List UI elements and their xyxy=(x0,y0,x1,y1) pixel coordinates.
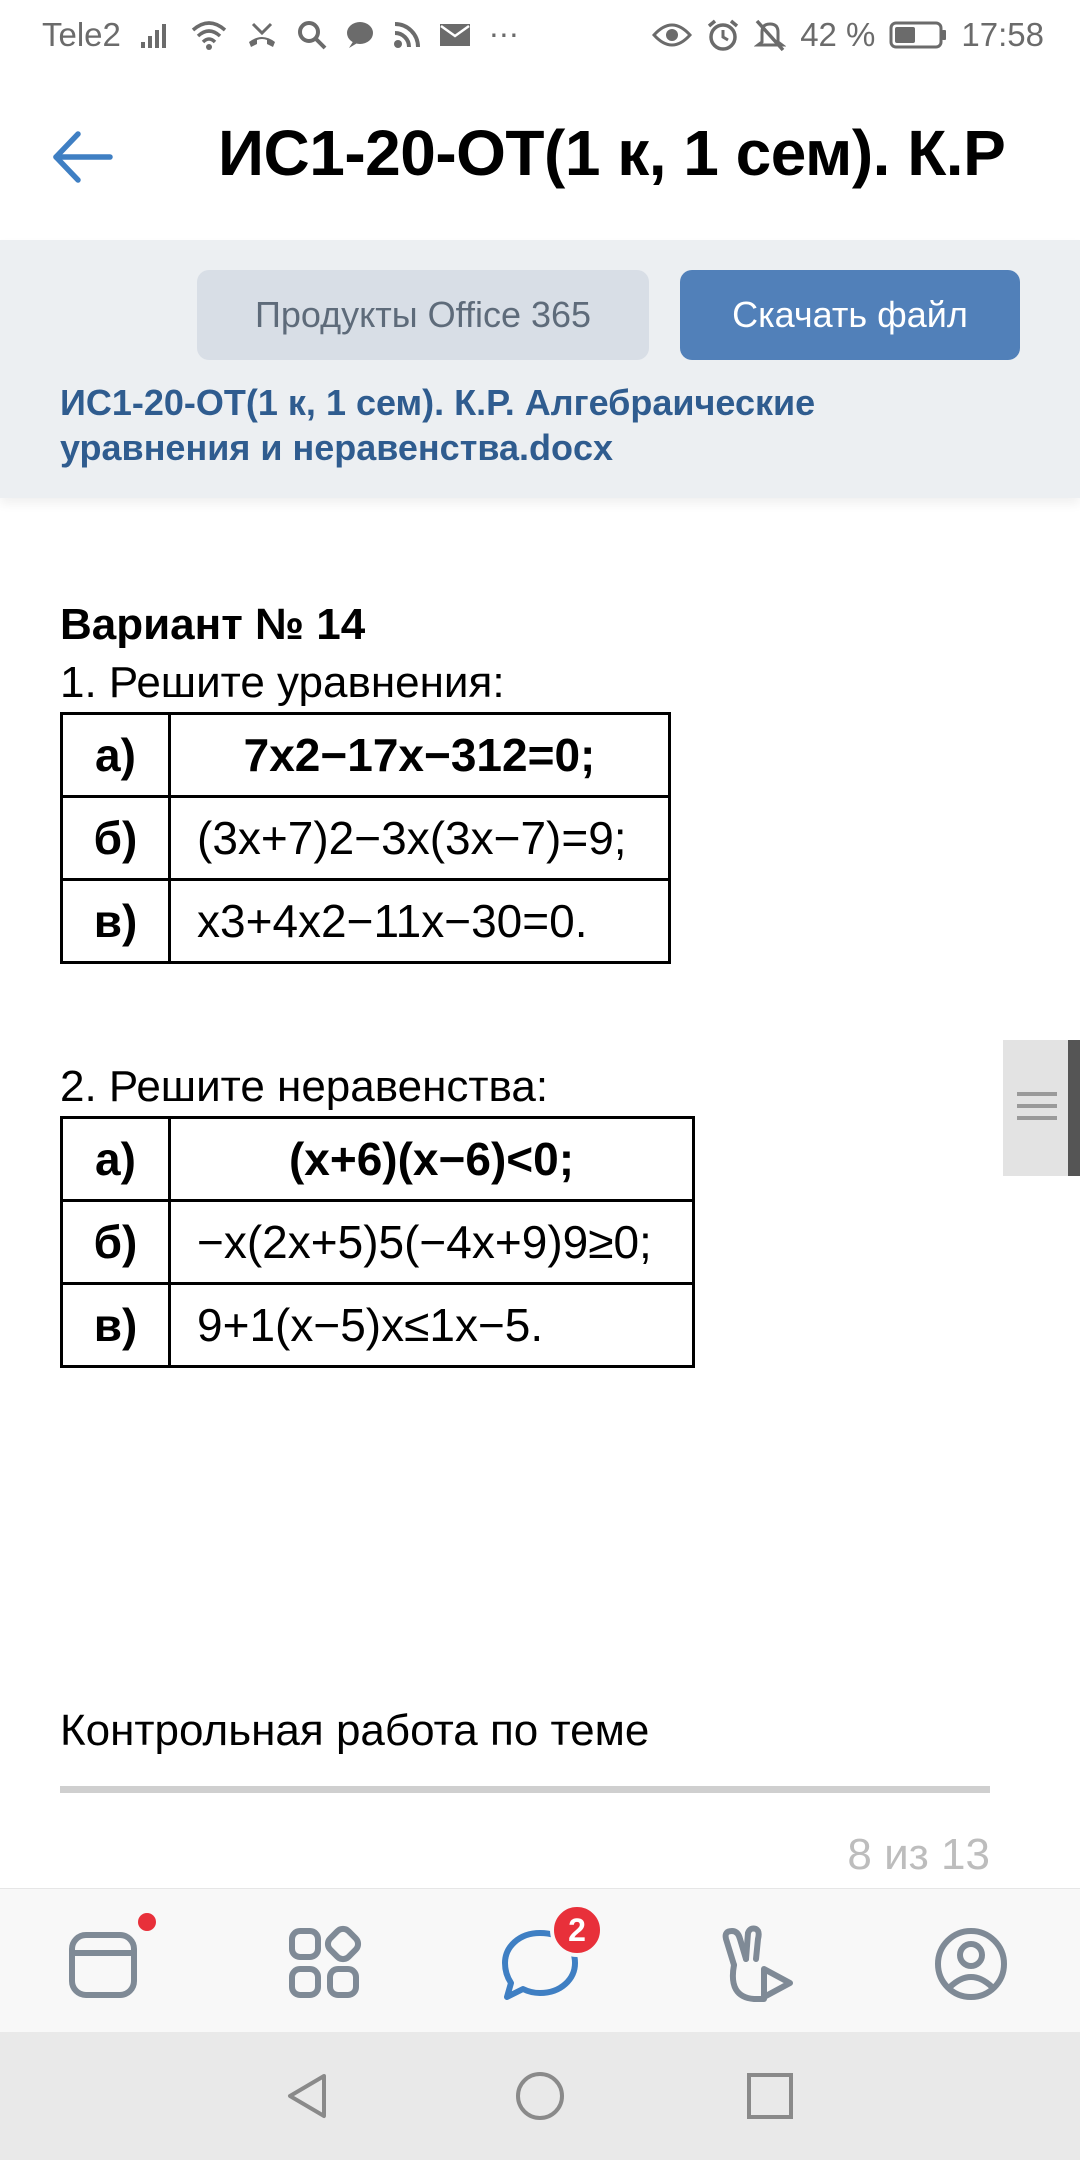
page-title: ИС1-20-ОТ(1 к, 1 сем). К.Р xyxy=(218,117,1006,189)
eye-icon xyxy=(652,21,693,49)
news-icon[interactable] xyxy=(62,1919,152,2009)
home-circle-icon[interactable] xyxy=(514,2070,566,2127)
missed-call-icon xyxy=(245,20,279,50)
office-products-button[interactable]: Продукты Office 365 xyxy=(197,270,649,360)
table-row: а) (x+6)(x−6)<0; xyxy=(60,1116,695,1202)
bottom-tab-bar: 2 xyxy=(0,1888,1080,2032)
services-icon[interactable] xyxy=(280,1919,370,2009)
expression: (3x+7)2−3x(3x−7)=9; xyxy=(168,795,671,881)
page-counter: 8 из 13 xyxy=(847,1830,990,1879)
inequalities-table: а) (x+6)(x−6)<0; б) −x(2x+5)5(−4x+9)9≥0;… xyxy=(60,1116,695,1368)
expression: (x+6)(x−6)<0; xyxy=(168,1116,695,1202)
file-panel: Продукты Office 365 Скачать файл ИС1-20-… xyxy=(0,240,1080,498)
table-row: б) −x(2x+5)5(−4x+9)9≥0; xyxy=(60,1199,695,1285)
search-icon xyxy=(297,20,327,50)
bell-off-icon xyxy=(754,18,787,52)
messenger-icon[interactable] xyxy=(495,1919,585,2009)
row-label: а) xyxy=(60,712,171,798)
battery-icon xyxy=(889,20,947,50)
expression: 9+1(x−5)x≤1x−5. xyxy=(168,1282,695,1368)
download-file-button[interactable]: Скачать файл xyxy=(680,270,1020,360)
row-label: б) xyxy=(60,1199,171,1285)
table-row: в) 9+1(x−5)x≤1x−5. xyxy=(60,1282,695,1368)
mail-icon xyxy=(439,22,471,48)
alarm-icon xyxy=(706,18,740,52)
chat-icon xyxy=(345,20,375,50)
side-scroll-handle[interactable] xyxy=(1003,1040,1080,1176)
clips-icon[interactable] xyxy=(712,1919,802,2009)
row-label: б) xyxy=(60,795,171,881)
app-bar: ИС1-20-ОТ(1 к, 1 сем). К.Р xyxy=(0,72,1080,240)
back-arrow-icon[interactable] xyxy=(50,124,116,190)
back-triangle-icon[interactable] xyxy=(282,2070,332,2127)
task2-title: 2. Решите неравенства: xyxy=(60,1062,549,1111)
expression: x3+4x2−11x−30=0. xyxy=(168,878,671,964)
table-row: в) x3+4x2−11x−30=0. xyxy=(60,878,671,964)
status-bar: Tele2 ⋯ 42 % xyxy=(0,0,1080,72)
carrier-label: Tele2 xyxy=(42,16,121,53)
row-label: в) xyxy=(60,878,171,964)
page-scroll-bar xyxy=(60,1786,990,1793)
messages-badge: 2 xyxy=(550,1903,604,1957)
more-icon: ⋯ xyxy=(488,18,520,52)
battery-label: 42 % xyxy=(800,16,876,53)
wifi-icon xyxy=(191,20,227,50)
file-name: ИС1-20-ОТ(1 к, 1 сем). К.Р. Алгебраическ… xyxy=(60,382,816,468)
table-row: б) (3x+7)2−3x(3x−7)=9; xyxy=(60,795,671,881)
expression: 7x2−17x−312=0; xyxy=(168,712,671,798)
table-row: а) 7x2−17x−312=0; xyxy=(60,712,671,798)
next-page-text: Контрольная работа по теме xyxy=(60,1706,650,1755)
profile-icon[interactable] xyxy=(926,1919,1016,2009)
row-label: а) xyxy=(60,1116,171,1202)
signal-icon xyxy=(139,20,173,50)
variant-heading: Вариант № 14 xyxy=(60,600,366,649)
task1-title: 1. Решите уравнения: xyxy=(60,658,505,707)
system-navigation-bar xyxy=(0,2032,1080,2160)
equations-table: а) 7x2−17x−312=0; б) (3x+7)2−3x(3x−7)=9;… xyxy=(60,712,671,964)
document-preview: Вариант № 14 1. Решите уравнения: а) 7x2… xyxy=(60,600,1020,1368)
expression: −x(2x+5)5(−4x+9)9≥0; xyxy=(168,1199,695,1285)
menu-lines-icon xyxy=(1017,1090,1061,1135)
recents-square-icon[interactable] xyxy=(744,2070,796,2127)
row-label: в) xyxy=(60,1282,171,1368)
clock-label: 17:58 xyxy=(961,16,1044,53)
news-notification-dot xyxy=(138,1913,156,1931)
rss-icon xyxy=(393,21,421,49)
